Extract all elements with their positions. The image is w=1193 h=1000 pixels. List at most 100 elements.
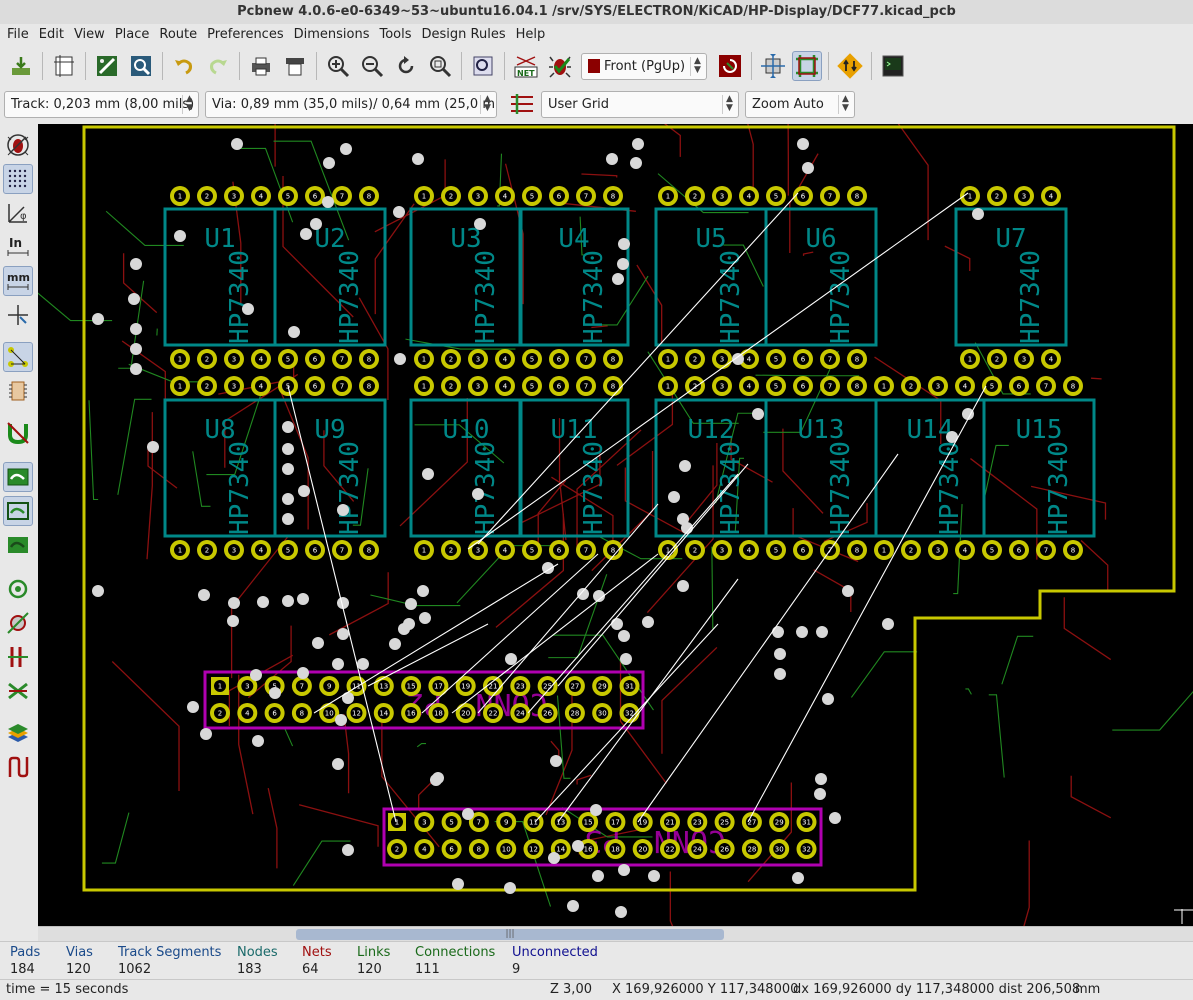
menu-file[interactable]: File [7,27,29,42]
polar-coords-icon[interactable]: φ [3,198,33,228]
tracks-sketch-icon[interactable] [3,642,33,672]
pad: 6 [549,376,569,396]
auto-delete-track-icon[interactable] [3,418,33,448]
netlist-icon[interactable]: NET [511,51,541,81]
pad-hole [796,189,810,203]
undo-icon[interactable] [169,51,199,81]
layer-pair-icon[interactable] [715,51,745,81]
layer-select[interactable]: Front (PgUp) ▲▼ [581,52,707,80]
module-editor-icon[interactable] [92,51,122,81]
plot-icon[interactable] [280,51,310,81]
pad: 24 [510,703,531,723]
vias-sketch-icon[interactable] [3,608,33,638]
pad-number: 1 [666,383,670,391]
outline-zones-icon[interactable] [3,530,33,560]
pad-number: 2 [995,356,999,364]
ratsnest-line [367,623,489,687]
pad: 1 [658,376,678,396]
pad-number: 11 [529,819,538,827]
scrollbar-thumb[interactable]: ||| [296,929,724,940]
new-board-icon[interactable] [6,51,36,81]
menu-tools[interactable]: Tools [379,27,412,42]
stat-label: Nets [302,945,332,960]
pad: 8 [1063,540,1083,560]
back-track-segment [88,400,99,501]
pad: 4 [739,349,759,369]
module-ratsnest-icon[interactable] [3,376,33,406]
pad: 2 [987,186,1007,206]
microwave-direction-icon[interactable] [835,51,865,81]
pad-hole [931,543,945,557]
redo-icon[interactable] [203,51,233,81]
drc-icon[interactable] [545,51,575,81]
drc-off-icon[interactable] [3,130,33,160]
pad-hole [404,706,419,720]
inch-units-icon[interactable]: In [3,232,33,262]
pad-hole [622,679,637,693]
auto-route-icon[interactable] [792,51,822,81]
pad-number: 3 [936,547,940,555]
zoom-in-icon[interactable] [323,51,353,81]
print-icon[interactable] [246,51,276,81]
pad-number: 5 [774,356,778,364]
ratsnest-icon[interactable] [3,342,33,372]
find-icon[interactable] [468,51,498,81]
menu-edit[interactable]: Edit [38,27,64,42]
pad-hole [213,706,227,720]
menu-route[interactable]: Route [159,27,198,42]
page-settings-icon[interactable] [49,51,79,81]
pad-number: 3 [232,356,236,364]
track-segment [1023,840,1030,926]
pad: 8 [291,703,312,723]
menu-place[interactable]: Place [114,27,150,42]
track-segment [782,428,824,514]
menu-preferences[interactable]: Preferences [207,27,284,42]
menu-view[interactable]: View [73,27,105,42]
via-size-select[interactable]: Via: 0,89 mm (35,0 mils)/ 0,64 mm (25,0 … [205,90,497,118]
pad: 5 [441,812,462,832]
pad-hole [850,543,864,557]
grid-icon[interactable] [3,164,33,194]
via-copper [774,648,786,660]
via-copper [679,460,691,472]
module-value: HP7340 [1044,441,1074,535]
via [227,615,239,627]
pads-sketch-icon[interactable] [3,574,33,604]
grid-select[interactable]: User Grid ▲▼ [541,90,739,118]
zoom-out-icon[interactable] [357,51,387,81]
high-contrast-icon[interactable] [3,676,33,706]
pad: 7 [1036,376,1056,396]
menu-dimensions[interactable]: Dimensions [293,27,370,42]
zoom-select[interactable]: Zoom Auto ▲▼ [745,90,855,118]
status-units: mm [1075,982,1101,997]
horizontal-scrollbar[interactable]: ||| [38,926,1193,941]
track-width-select[interactable]: Track: 0,203 mm (8,00 mils) * ▲▼ [4,90,199,118]
pad: 1 [658,349,678,369]
pad-hole [254,543,268,557]
auto-track-width-icon[interactable] [505,89,539,119]
via [732,353,744,365]
pad-number: 3 [720,356,724,364]
zoom-fit-icon[interactable] [425,51,455,81]
mm-units-icon[interactable]: mm [3,266,33,296]
cursor-shape-icon[interactable] [3,300,33,330]
back-track-segment [965,688,972,695]
menu-design-rules[interactable]: Design Rules [421,27,506,42]
auto-place-icon[interactable] [758,51,788,81]
back-track-segment [273,140,350,241]
script-console-icon[interactable] [878,51,908,81]
menu-help[interactable]: Help [515,27,546,42]
pad-number: 6 [313,356,318,364]
redraw-icon[interactable] [391,51,421,81]
module-viewer-icon[interactable] [126,51,156,81]
fill-zones-icon[interactable] [3,462,33,492]
microwave-icon[interactable] [3,752,33,782]
module-value: HP7340 [716,250,746,344]
pad-hole [458,679,473,693]
layers-manager-icon[interactable] [3,718,33,748]
sketch-zones-icon[interactable] [3,496,33,526]
